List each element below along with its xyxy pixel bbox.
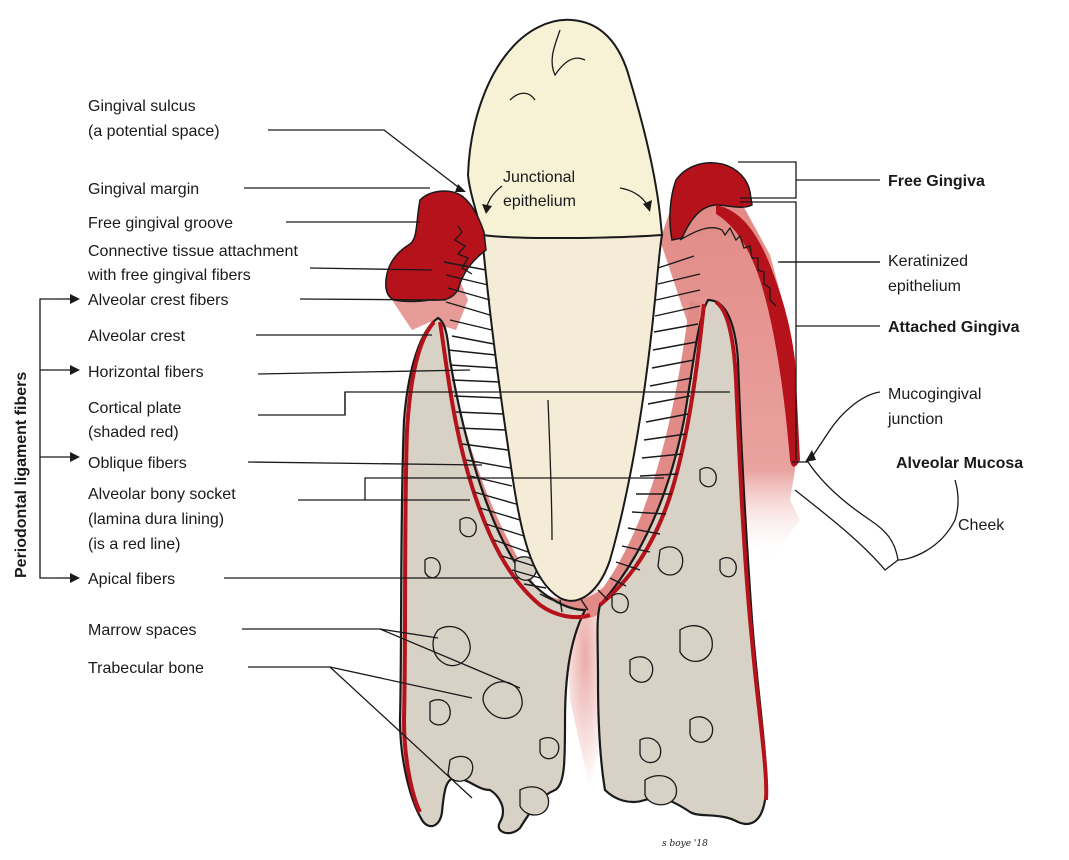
label-alveolar-mucosa: Alveolar Mucosa: [896, 455, 1023, 472]
label-connective-tissue-2: with free gingival fibers: [87, 267, 251, 284]
label-gingival-sulcus-1: Gingival sulcus: [88, 98, 196, 115]
label-alveolar-crest-fibers: Alveolar crest fibers: [88, 292, 229, 309]
label-pdl-fibers: Periodontal ligament fibers: [13, 372, 30, 578]
label-alveolar-crest: Alveolar crest: [88, 328, 185, 345]
label-mucogingival-2: junction: [887, 411, 943, 428]
mucogingival-pointer: [810, 392, 880, 460]
label-keratinized-2: epithelium: [888, 278, 961, 295]
label-free-gingiva: Free Gingiva: [888, 173, 985, 190]
label-connective-tissue-1: Connective tissue attachment: [88, 243, 298, 260]
label-junctional-2: epithelium: [503, 193, 576, 210]
mucogingival-arrow-head: [805, 450, 816, 462]
label-horizontal-fibers: Horizontal fibers: [88, 364, 204, 381]
label-marrow-spaces: Marrow spaces: [88, 622, 196, 639]
label-junctional-1: Junctional: [503, 169, 575, 186]
label-bony-socket-2: (lamina dura lining): [88, 511, 224, 528]
label-free-gingival-groove: Free gingival groove: [88, 215, 233, 232]
label-cortical-plate-1: Cortical plate: [88, 400, 181, 417]
artist-signature: s boye '18: [662, 839, 708, 849]
cheek-outline: [898, 480, 958, 560]
right-labels: Free Gingiva Keratinized epithelium Atta…: [887, 173, 1023, 534]
label-cheek: Cheek: [958, 517, 1005, 534]
label-trabecular-bone: Trabecular bone: [88, 660, 204, 677]
label-attached-gingiva: Attached Gingiva: [888, 319, 1020, 336]
label-keratinized-1: Keratinized: [888, 253, 968, 270]
pdl-bracket: [40, 294, 80, 583]
label-oblique-fibers: Oblique fibers: [88, 455, 187, 472]
label-cortical-plate-2: (shaded red): [88, 424, 179, 441]
left-labels: Gingival sulcus (a potential space) Ging…: [13, 98, 298, 677]
label-gingival-sulcus-2: (a potential space): [88, 123, 220, 140]
label-bony-socket-1: Alveolar bony socket: [88, 486, 236, 503]
label-apical-fibers: Apical fibers: [88, 571, 175, 588]
label-mucogingival-1: Mucogingival: [888, 386, 981, 403]
label-gingival-margin: Gingival margin: [88, 181, 199, 198]
alveolar-mucosa-edge: [792, 462, 898, 570]
label-bony-socket-3: (is a red line): [88, 536, 180, 553]
